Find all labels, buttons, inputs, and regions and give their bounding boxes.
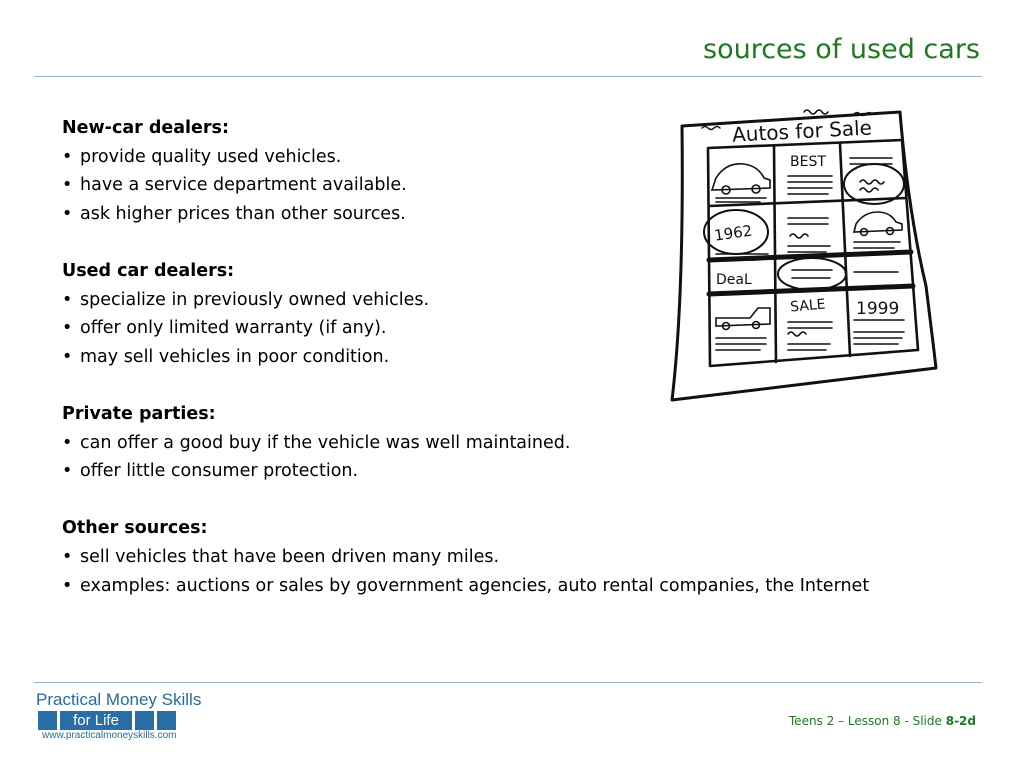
bullet-text: examples: auctions or sales by governmen… — [80, 575, 870, 596]
bullet-item: • sell vehicles that have been driven man… — [62, 543, 942, 572]
logo-block — [38, 711, 57, 730]
autos-for-sale-illustration: Autos for Sale BEST 196 — [670, 109, 938, 402]
practical-money-skills-logo[interactable]: Practical Money Skills for Life www.prac… — [36, 690, 226, 746]
bullet-text: offer only limited warranty (if any). — [80, 318, 387, 339]
footer-text: Teens 2 – Lesson 8 - Slide — [788, 714, 942, 728]
bullet-text: offer little consumer protection. — [80, 461, 359, 482]
logo-brand: Practical Money Skills — [36, 690, 202, 709]
bullet-glyph: • — [62, 575, 73, 596]
bullet-text: provide quality used vehicles. — [80, 146, 342, 167]
bullet-item: • may sell vehicles in poor condition. — [62, 343, 942, 372]
bullet-glyph: • — [62, 432, 73, 453]
illustration-label-best: BEST — [790, 154, 826, 170]
bullet-glyph: • — [62, 175, 73, 196]
bullet-item: • examples: auctions or sales by governme… — [62, 572, 942, 601]
bullet-glyph: • — [62, 461, 73, 482]
bullet-item: • can offer a good buy if the vehicle was… — [62, 429, 942, 458]
bullet-text: can offer a good buy if the vehicle was … — [80, 432, 571, 453]
section-private-parties: Private parties: • can offer a good buy i… — [62, 400, 942, 486]
illustration-label-year1: 1962 — [713, 222, 753, 245]
top-divider — [34, 76, 982, 77]
section-heading: Private parties: — [62, 403, 216, 424]
section-other-sources: Other sources: • sell vehicles that have … — [62, 514, 942, 600]
bullet-glyph: • — [62, 289, 73, 310]
car-sketch — [710, 162, 771, 191]
bullet-text: may sell vehicles in poor condition. — [80, 346, 390, 367]
logo-tagline: for Life — [60, 711, 132, 730]
slide-footer: Teens 2 – Lesson 8 - Slide 8-2d — [789, 714, 976, 728]
illustration-label-sale: SALE — [790, 297, 827, 316]
illustration-label-deal: DeaL — [716, 272, 752, 288]
bullet-item: • have a service department available. — [62, 171, 942, 200]
slide-title: sources of used cars — [703, 34, 980, 65]
bullet-text: ask higher prices than other sources. — [80, 203, 406, 224]
bullet-text: have a service department available. — [80, 175, 407, 196]
bullet-item: • specialize in previously owned vehicles… — [62, 286, 942, 315]
bullet-item: • provide quality used vehicles. — [62, 143, 942, 172]
logo-blocks: for Life — [38, 711, 179, 730]
circled-ad — [777, 257, 847, 291]
section-heading: New-car dealers: — [62, 118, 229, 138]
bullet-glyph: • — [62, 346, 73, 367]
bullet-item: • offer only limited warranty (if any). — [62, 314, 942, 343]
car-sketch — [715, 307, 771, 327]
section-heading: Other sources: — [62, 518, 208, 539]
bullet-glyph: • — [62, 318, 73, 339]
newspaper-outline — [670, 110, 938, 402]
logo-url: www.practicalmoneyskills.com — [42, 730, 177, 741]
logo-block — [135, 711, 154, 730]
content-body: New-car dealers: • provide quality used v… — [62, 114, 942, 600]
section-new-car-dealers: New-car dealers: • provide quality used v… — [62, 114, 942, 228]
slide-number: 8-2d — [945, 714, 976, 728]
logo-block — [157, 711, 176, 730]
illustration-label-year2: 1999 — [856, 299, 899, 319]
section-heading: Used car dealers: — [62, 260, 235, 281]
bullet-item: • ask higher prices than other sources. — [62, 200, 942, 229]
bullet-text: specialize in previously owned vehicles. — [80, 289, 430, 310]
bullet-glyph: • — [62, 146, 73, 167]
bottom-divider — [34, 682, 982, 683]
section-used-car-dealers: Used car dealers: • specialize in previou… — [62, 257, 942, 371]
bullet-glyph: • — [62, 546, 73, 567]
circled-ad — [843, 163, 905, 205]
bullet-item: • offer little consumer protection. — [62, 457, 942, 486]
bullet-text: sell vehicles that have been driven many… — [80, 546, 500, 567]
bullet-glyph: • — [62, 203, 73, 224]
